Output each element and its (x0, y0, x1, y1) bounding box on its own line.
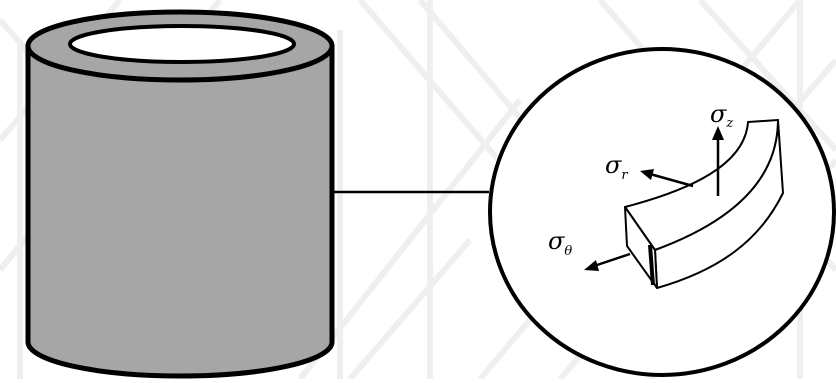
sigma-z-arrow (712, 126, 724, 196)
sigma-theta-label: σθ (548, 227, 572, 259)
magnified-view: σz σr σθ (488, 47, 836, 377)
sigma-z-label: σz (710, 100, 733, 131)
sigma-r-label: σr (605, 151, 628, 183)
cylinder-bore (68, 24, 296, 64)
sigma-theta-arrow (584, 252, 631, 271)
element-outer-face (654, 119, 784, 289)
stress-element (624, 119, 784, 289)
element-side-face (624, 206, 658, 289)
sigma-r-arrow (640, 169, 694, 188)
cylinder (25, 9, 335, 379)
cylinder-body (25, 43, 335, 379)
